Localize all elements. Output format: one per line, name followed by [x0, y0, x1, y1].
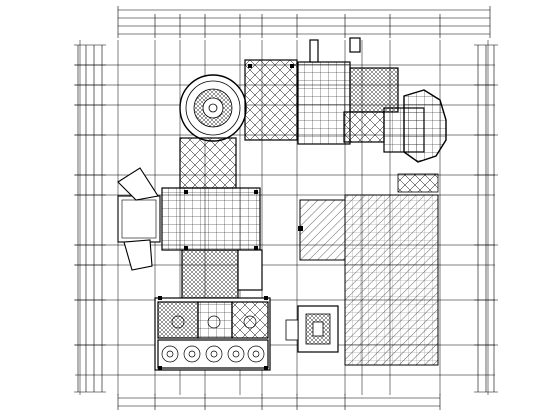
right-dimension-lines [474, 44, 498, 393]
top-dimension-lines [117, 6, 491, 38]
bottom-dimension-lines [117, 394, 441, 410]
central-spine [161, 137, 263, 299]
column-markers [158, 64, 303, 370]
small-pavilion [285, 305, 339, 353]
round-tower-room [179, 74, 247, 142]
left-dimension-lines [74, 44, 106, 393]
lower-block [154, 297, 271, 371]
octagonal-bay [397, 89, 447, 193]
upper-wing [244, 37, 425, 153]
left-entry-porch [117, 167, 161, 271]
hatched-terrace [299, 194, 439, 366]
